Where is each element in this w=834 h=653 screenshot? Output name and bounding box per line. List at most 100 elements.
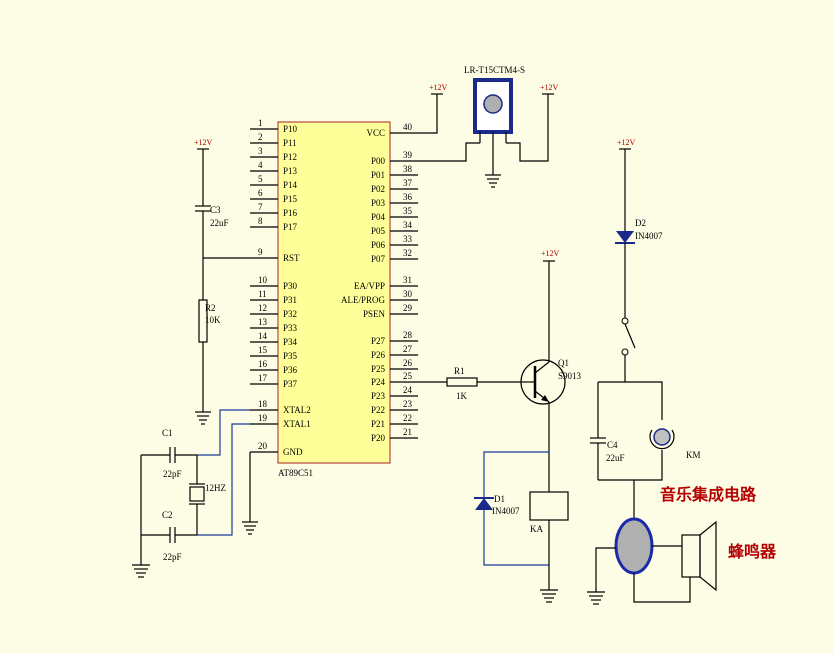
pin-number: 37: [403, 178, 413, 188]
pin-number: 13: [258, 317, 268, 327]
pin-number: 21: [403, 427, 412, 437]
c1-value: 22pF: [163, 469, 182, 479]
chip-ground: [242, 452, 258, 535]
power-label-q1: +12V: [541, 249, 560, 258]
pin-name: P25: [371, 364, 386, 374]
pin-number: 2: [258, 132, 263, 142]
pin-number: 32: [403, 248, 412, 258]
pin-name: P33: [283, 323, 298, 333]
pin-name: EA/VPP: [354, 281, 385, 291]
q1-ref: Q1: [558, 358, 569, 368]
pin-number: 12: [258, 303, 267, 313]
pin-name: P26: [371, 350, 386, 360]
pin-name: P11: [283, 138, 297, 148]
microcontroller-at89c51: 1P102P113P124P135P146P157P168P179RST10P3…: [250, 118, 418, 478]
music-circuit: +12V D2 IN4007 C4 22uF KM: [587, 138, 777, 605]
pin-number: 15: [258, 345, 268, 355]
pin-name: P05: [371, 226, 386, 236]
d2-ref: D2: [635, 218, 646, 228]
pin-number: 25: [403, 371, 413, 381]
pin-number: 17: [258, 373, 268, 383]
pin-name: P34: [283, 337, 298, 347]
pin-name: P23: [371, 391, 386, 401]
pin-name: PSEN: [363, 309, 386, 319]
vcc-connection: +12V: [418, 83, 448, 134]
pin-number: 35: [403, 206, 413, 216]
left-pin-group: 1P102P113P124P135P146P157P168P179RST10P3…: [250, 118, 311, 457]
right-pin-group: 40VCC39P0038P0137P0236P0335P0434P0533P06…: [341, 122, 418, 443]
pin-number: 34: [403, 220, 413, 230]
pin-number: 38: [403, 164, 413, 174]
pin-number: 6: [258, 188, 263, 198]
d1-ref: D1: [494, 494, 505, 504]
pin-name: XTAL2: [283, 405, 311, 415]
pin-number: 3: [258, 146, 263, 156]
pin-name: P35: [283, 351, 298, 361]
ir-sensor: LR-T15CTM4-S +12V: [418, 65, 559, 188]
pin-name: P02: [371, 184, 385, 194]
pin-name: P14: [283, 180, 298, 190]
pin-number: 27: [403, 344, 413, 354]
pin-name: P31: [283, 295, 297, 305]
pin-name: XTAL1: [283, 419, 311, 429]
pin-number: 11: [258, 289, 267, 299]
pin-number: 29: [403, 303, 413, 313]
pin-number: 10: [258, 275, 268, 285]
pin-name: P07: [371, 254, 386, 264]
c4-value: 22uF: [606, 453, 625, 463]
pin-name: P24: [371, 377, 386, 387]
reset-circuit: +12V C3 22uF R2 10K: [194, 138, 250, 425]
pin-number: 18: [258, 399, 268, 409]
pin-number: 19: [258, 413, 268, 423]
pin-name: RST: [283, 253, 300, 263]
pin-name: P00: [371, 156, 386, 166]
pin-name: P06: [371, 240, 386, 250]
pin-name: P15: [283, 194, 298, 204]
crystal-value: 12HZ: [205, 483, 226, 493]
music-ic-label: 音乐集成电路: [660, 485, 757, 504]
pin-number: 9: [258, 247, 263, 257]
pin-number: 14: [258, 331, 268, 341]
sensor-name: LR-T15CTM4-S: [464, 65, 525, 75]
pin-number: 16: [258, 359, 268, 369]
chip-name: AT89C51: [278, 468, 313, 478]
pin-name: P30: [283, 281, 298, 291]
d1-value: IN4007: [492, 506, 520, 516]
power-label-sensor: +12V: [540, 83, 559, 92]
pin-name: P37: [283, 379, 298, 389]
crystal-circuit: C1 22pF C2 22pF 12HZ: [132, 409, 250, 578]
pin-number: 39: [403, 150, 413, 160]
pin-number: 20: [258, 441, 268, 451]
pin-name: P20: [371, 433, 386, 443]
pin-number: 24: [403, 385, 413, 395]
pin-name: P03: [371, 198, 386, 208]
power-label-reset: +12V: [194, 138, 213, 147]
